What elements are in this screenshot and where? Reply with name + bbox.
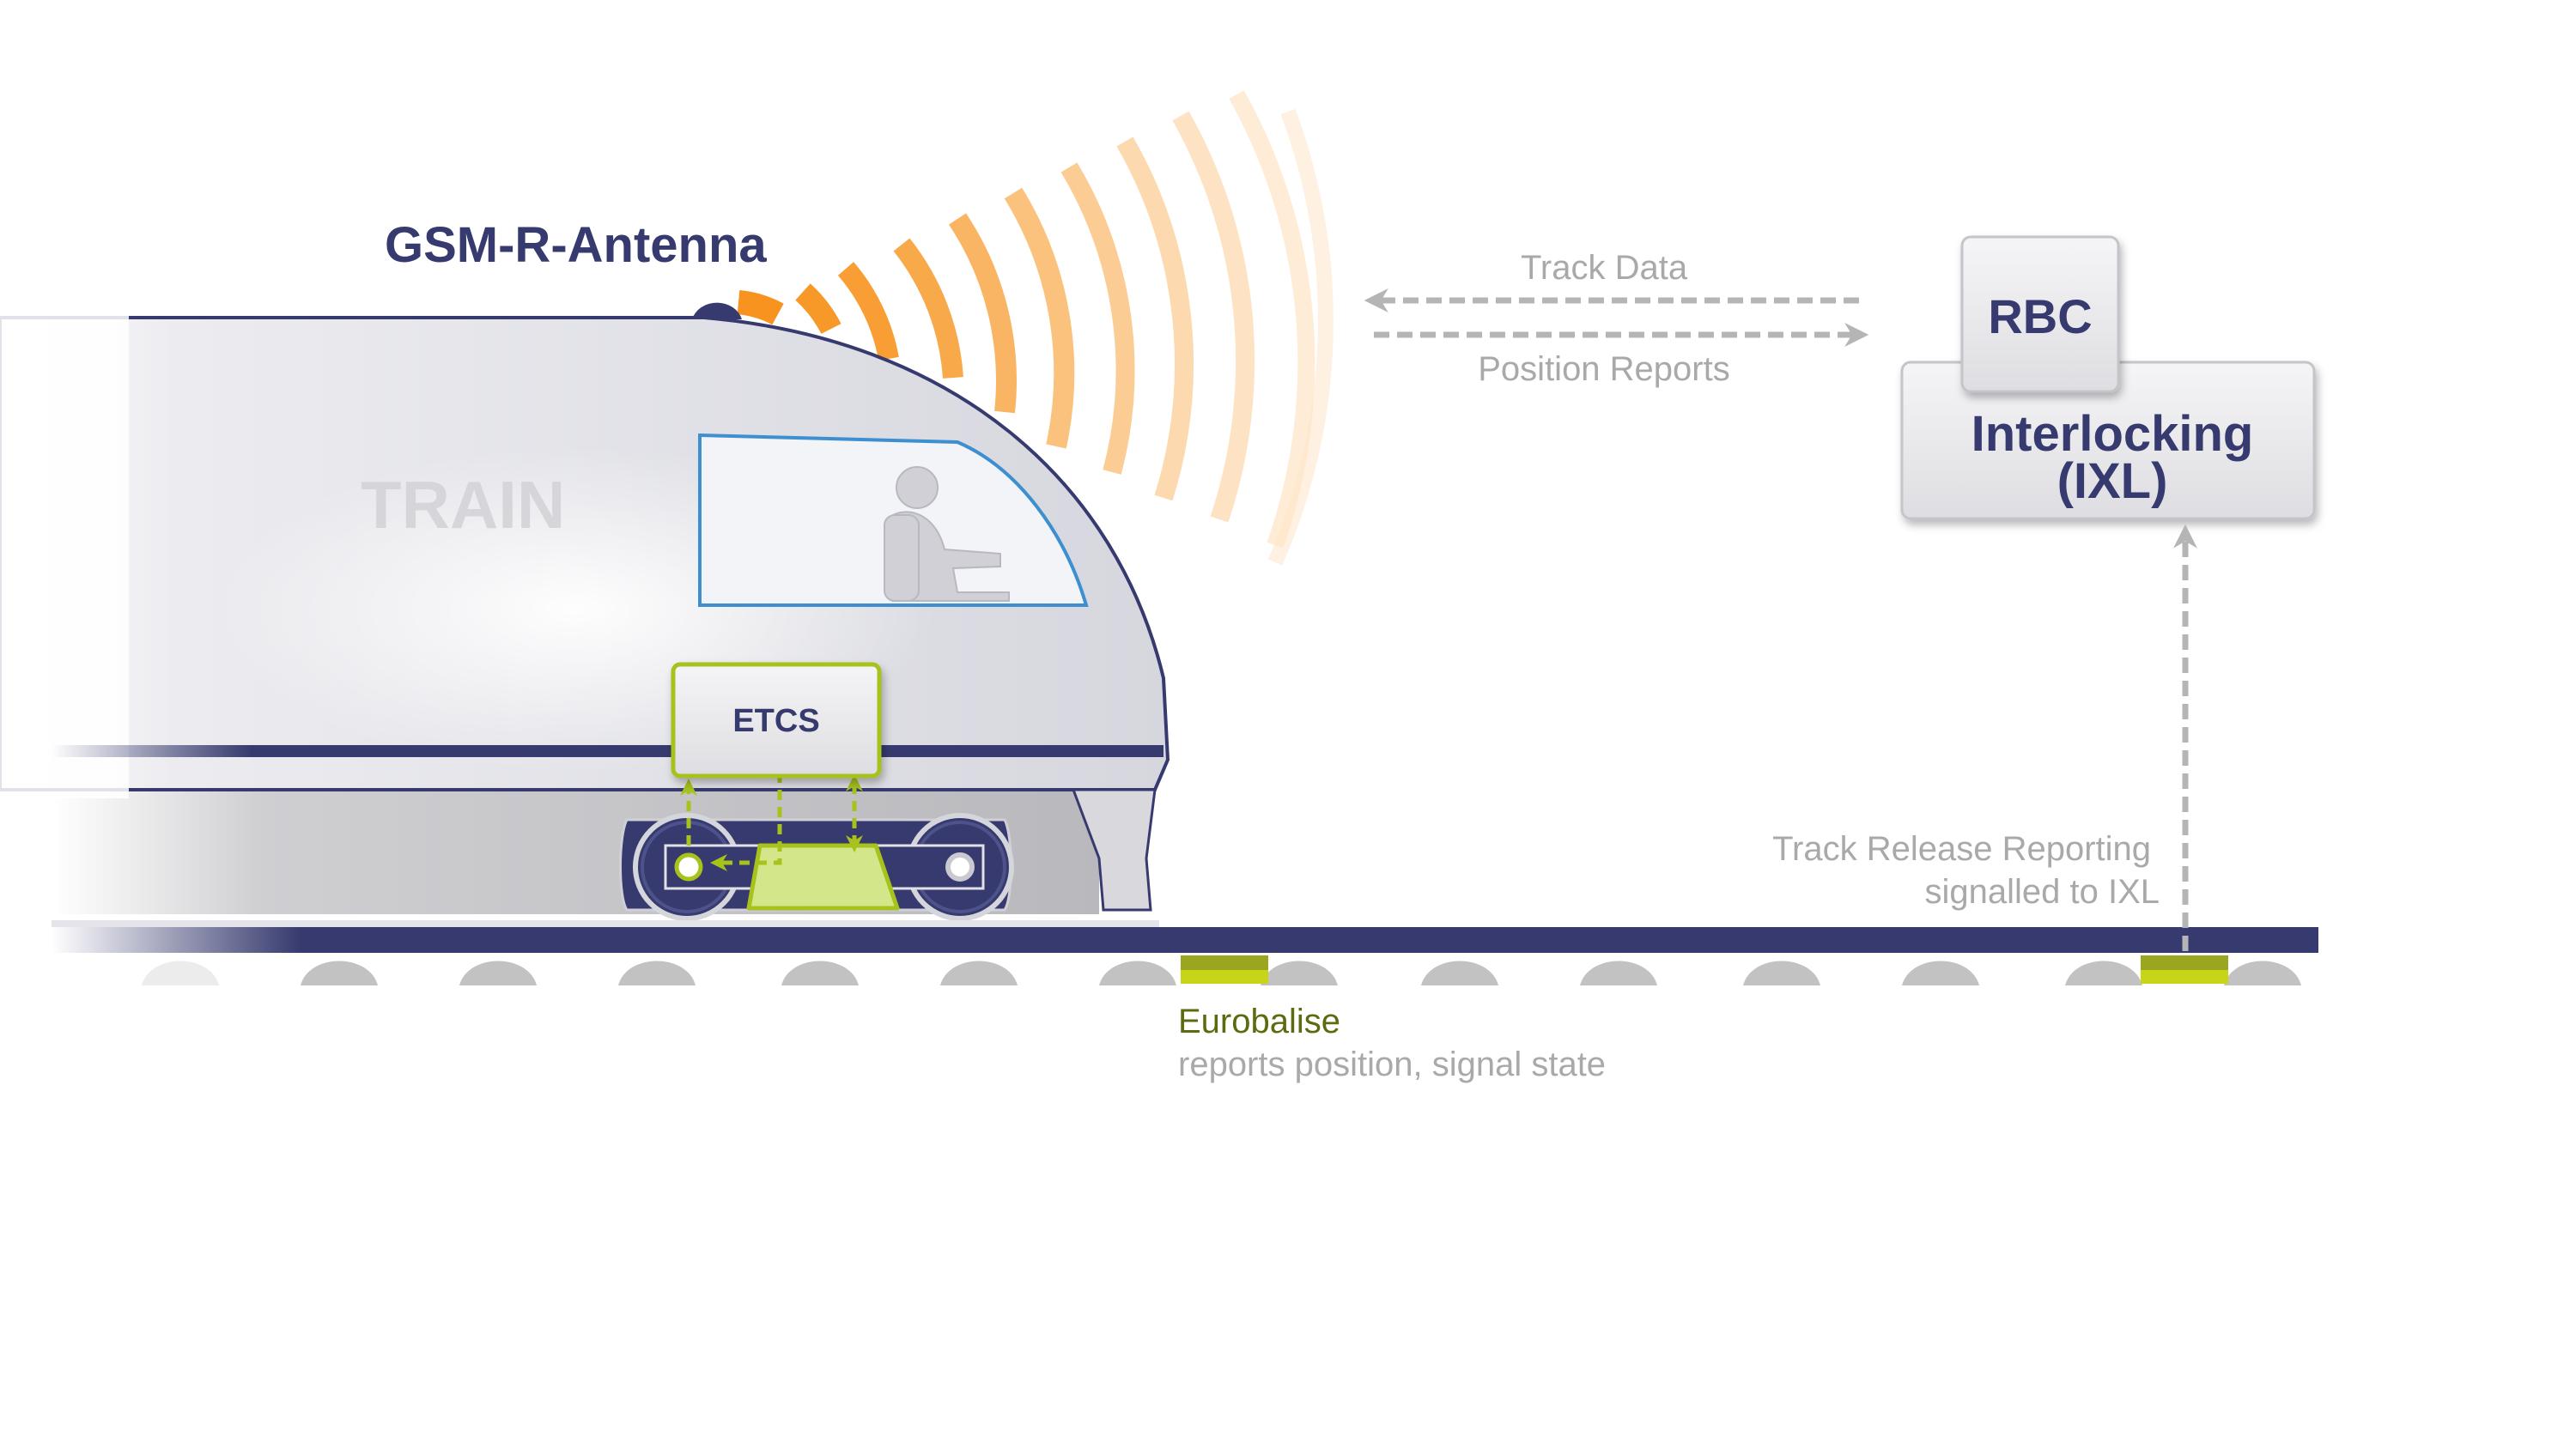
train-label: TRAIN xyxy=(361,467,565,543)
sleeper xyxy=(1580,961,1657,985)
eurobalise-description: reports position, signal state xyxy=(1178,1046,1606,1083)
antenna-label: GSM-R-Antenna xyxy=(385,217,767,273)
eurobalise-left xyxy=(1181,955,1268,984)
eurobalise-label: Eurobalise xyxy=(1178,1003,1340,1040)
track-release-label: Track Release Reporting xyxy=(1772,830,2151,868)
sleeper xyxy=(142,961,219,985)
rail-top-edge xyxy=(52,920,1159,927)
radio-wave xyxy=(1060,162,1135,475)
track-data-label: Track Data xyxy=(1521,249,1688,287)
antenna-dome xyxy=(692,302,742,319)
interlocking-box: Interlocking (IXL) xyxy=(1900,361,2316,520)
sleeper xyxy=(2224,961,2301,985)
radio-wave xyxy=(1116,136,1194,501)
radio-wave xyxy=(948,213,1017,414)
etcs-box: ETCS xyxy=(671,662,882,779)
radio-wave xyxy=(1004,187,1075,449)
sleeper xyxy=(1261,961,1338,985)
driver-icon xyxy=(884,466,1010,602)
sleeper xyxy=(618,961,696,985)
radio-wave xyxy=(1267,108,1334,566)
sleeper xyxy=(459,961,537,985)
radio-waves xyxy=(737,90,1334,566)
train-waist-stripe xyxy=(52,745,1163,757)
radio-wave xyxy=(1229,90,1315,549)
position-reports-label: Position Reports xyxy=(1478,350,1729,388)
sleeper xyxy=(1099,961,1176,985)
bogie xyxy=(619,813,1014,921)
rail xyxy=(52,927,2318,953)
interlocking-label: Interlocking xyxy=(1971,406,2254,462)
sleeper xyxy=(781,961,859,985)
rbc-box: RBC xyxy=(1960,235,2120,393)
rbc-label: RBC xyxy=(1988,289,2092,343)
radio-wave xyxy=(1172,111,1255,523)
interlocking-abbrev: (IXL) xyxy=(2057,453,2168,509)
train-front-skirt xyxy=(1071,788,1157,912)
radio-wave xyxy=(795,283,841,335)
sleeper xyxy=(301,961,378,985)
sleeper xyxy=(2065,961,2142,985)
etcs-links xyxy=(680,773,863,871)
balise-antenna xyxy=(746,843,900,911)
radio-wave xyxy=(893,238,963,379)
train-body-edge-fade xyxy=(0,309,129,798)
sleeper xyxy=(940,961,1018,985)
radio-wave xyxy=(837,262,899,361)
track-release-sublabel: signalled to IXL xyxy=(1924,873,2160,911)
wheel-hub-left xyxy=(674,852,703,882)
etcs-label: ETCS xyxy=(732,703,819,739)
eurobalise-right xyxy=(2141,955,2228,984)
sleeper xyxy=(1743,961,1820,985)
sleeper xyxy=(1421,961,1498,985)
sleeper xyxy=(1902,961,1979,985)
sleepers xyxy=(142,961,2301,985)
wheel-hub-right xyxy=(945,852,975,882)
radio-wave xyxy=(737,290,784,325)
